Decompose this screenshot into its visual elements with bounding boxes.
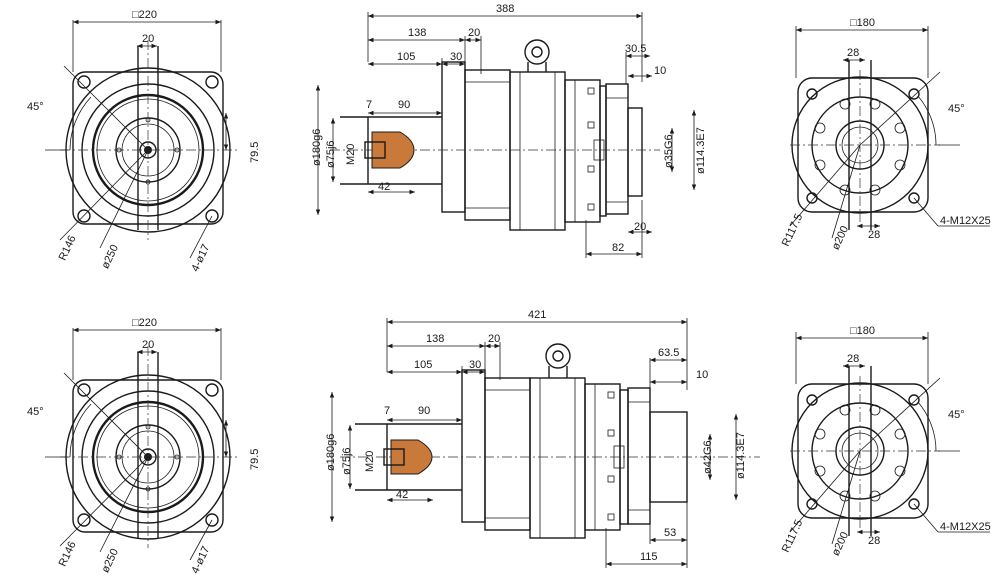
dim-30-label: 30 — [450, 51, 462, 63]
thread-label: M20 — [364, 451, 376, 472]
output-flange-view-bottom: □180 28 45° R117.5 ø200 28 — [780, 325, 991, 558]
output-pcd-label: ø200 — [830, 224, 851, 252]
output-holes-label: 4-M12X25 — [940, 521, 991, 533]
output-radius-label: R117.5 — [780, 518, 806, 554]
input-center-label: 79.5 — [249, 142, 261, 163]
output-holes-label: 4-M12X25 — [940, 215, 991, 227]
dim-42-label: 42 — [396, 489, 408, 501]
dim-20-label: 20 — [488, 333, 500, 345]
output-square-label: □180 — [850, 17, 875, 29]
input-radius-label: R146 — [57, 234, 79, 263]
input-pcd-label: ø250 — [100, 547, 121, 575]
bore-label: ø75j6 — [325, 140, 337, 168]
output-key-bottom-label: 28 — [868, 229, 880, 241]
input-holes-label: 4-ø17 — [189, 242, 212, 273]
dim-10-label: 10 — [696, 369, 708, 381]
input-pcd-label: ø250 — [100, 243, 121, 271]
output-angle-label: 45° — [948, 409, 965, 421]
output-key-bottom-label: 28 — [868, 535, 880, 547]
shaft-label: ø35G6 — [663, 134, 675, 168]
output-radius-label: R117.5 — [780, 212, 806, 248]
dim-63-5-label: 63.5 — [658, 347, 679, 359]
input-flange-view-top: □220 20 45° 79.5 R146 ø250 — [27, 9, 261, 274]
dim-10-label: 10 — [654, 65, 666, 77]
overall-length-label: 388 — [496, 3, 514, 15]
pilot-label: ø114.3E7 — [695, 127, 707, 174]
dim-138-label: 138 — [426, 333, 444, 345]
overall-length-label: 421 — [528, 309, 546, 321]
dim-138-label: 138 — [408, 27, 426, 39]
input-radius-label: R146 — [57, 540, 79, 569]
dim-115-label: 115 — [640, 551, 658, 563]
output-angle-label: 45° — [948, 103, 965, 115]
dim-82-label: 82 — [612, 242, 624, 254]
output-flange-view-top: □180 28 45° R117.5 ø200 28 — [780, 17, 991, 252]
output-key-top-label: 28 — [847, 353, 859, 365]
input-angle-label: 45° — [27, 101, 44, 113]
dim-42-label: 42 — [378, 181, 390, 193]
dim-53-label: 53 — [664, 527, 676, 539]
shaft-label: ø42G6 — [702, 440, 714, 474]
dim-90-label: 90 — [398, 99, 410, 111]
input-holes-label: 4-ø17 — [189, 544, 212, 575]
output-square-label: □180 — [850, 325, 875, 337]
thread-label: M20 — [345, 144, 357, 165]
dim-105-label: 105 — [397, 51, 415, 63]
spigot-label: ø180g6 — [311, 129, 323, 166]
input-key-width-label: 20 — [142, 33, 154, 45]
dim-7-label: 7 — [366, 99, 372, 111]
dim-90-label: 90 — [418, 405, 430, 417]
dim-30-5-label: 30.5 — [625, 43, 646, 55]
dim-30-label: 30 — [469, 359, 481, 371]
input-angle-label: 45° — [27, 406, 44, 418]
input-flange-view-bottom: □220 20 45° 79.5 R146 ø250 — [27, 317, 261, 576]
dim-20-out-label: 20 — [634, 221, 646, 233]
input-square-label: □220 — [132, 317, 157, 329]
input-square-label: □220 — [132, 9, 157, 21]
pilot-label: ø114.3E7 — [735, 432, 747, 479]
output-pcd-label: ø200 — [830, 530, 851, 558]
dim-7-label: 7 — [384, 405, 390, 417]
gearbox-side-view-bottom: 421 138 20 105 30 — [325, 309, 760, 568]
bore-label: ø75j6 — [341, 447, 353, 475]
dim-20-label: 20 — [468, 27, 480, 39]
output-key-top-label: 28 — [847, 47, 859, 59]
gearbox-side-view-top: 388 138 20 105 30 — [311, 3, 707, 258]
input-center-label: 79.5 — [249, 449, 261, 470]
dim-105-label: 105 — [414, 359, 432, 371]
input-key-width-label: 20 — [142, 339, 154, 351]
spigot-label: ø180g6 — [325, 434, 337, 471]
